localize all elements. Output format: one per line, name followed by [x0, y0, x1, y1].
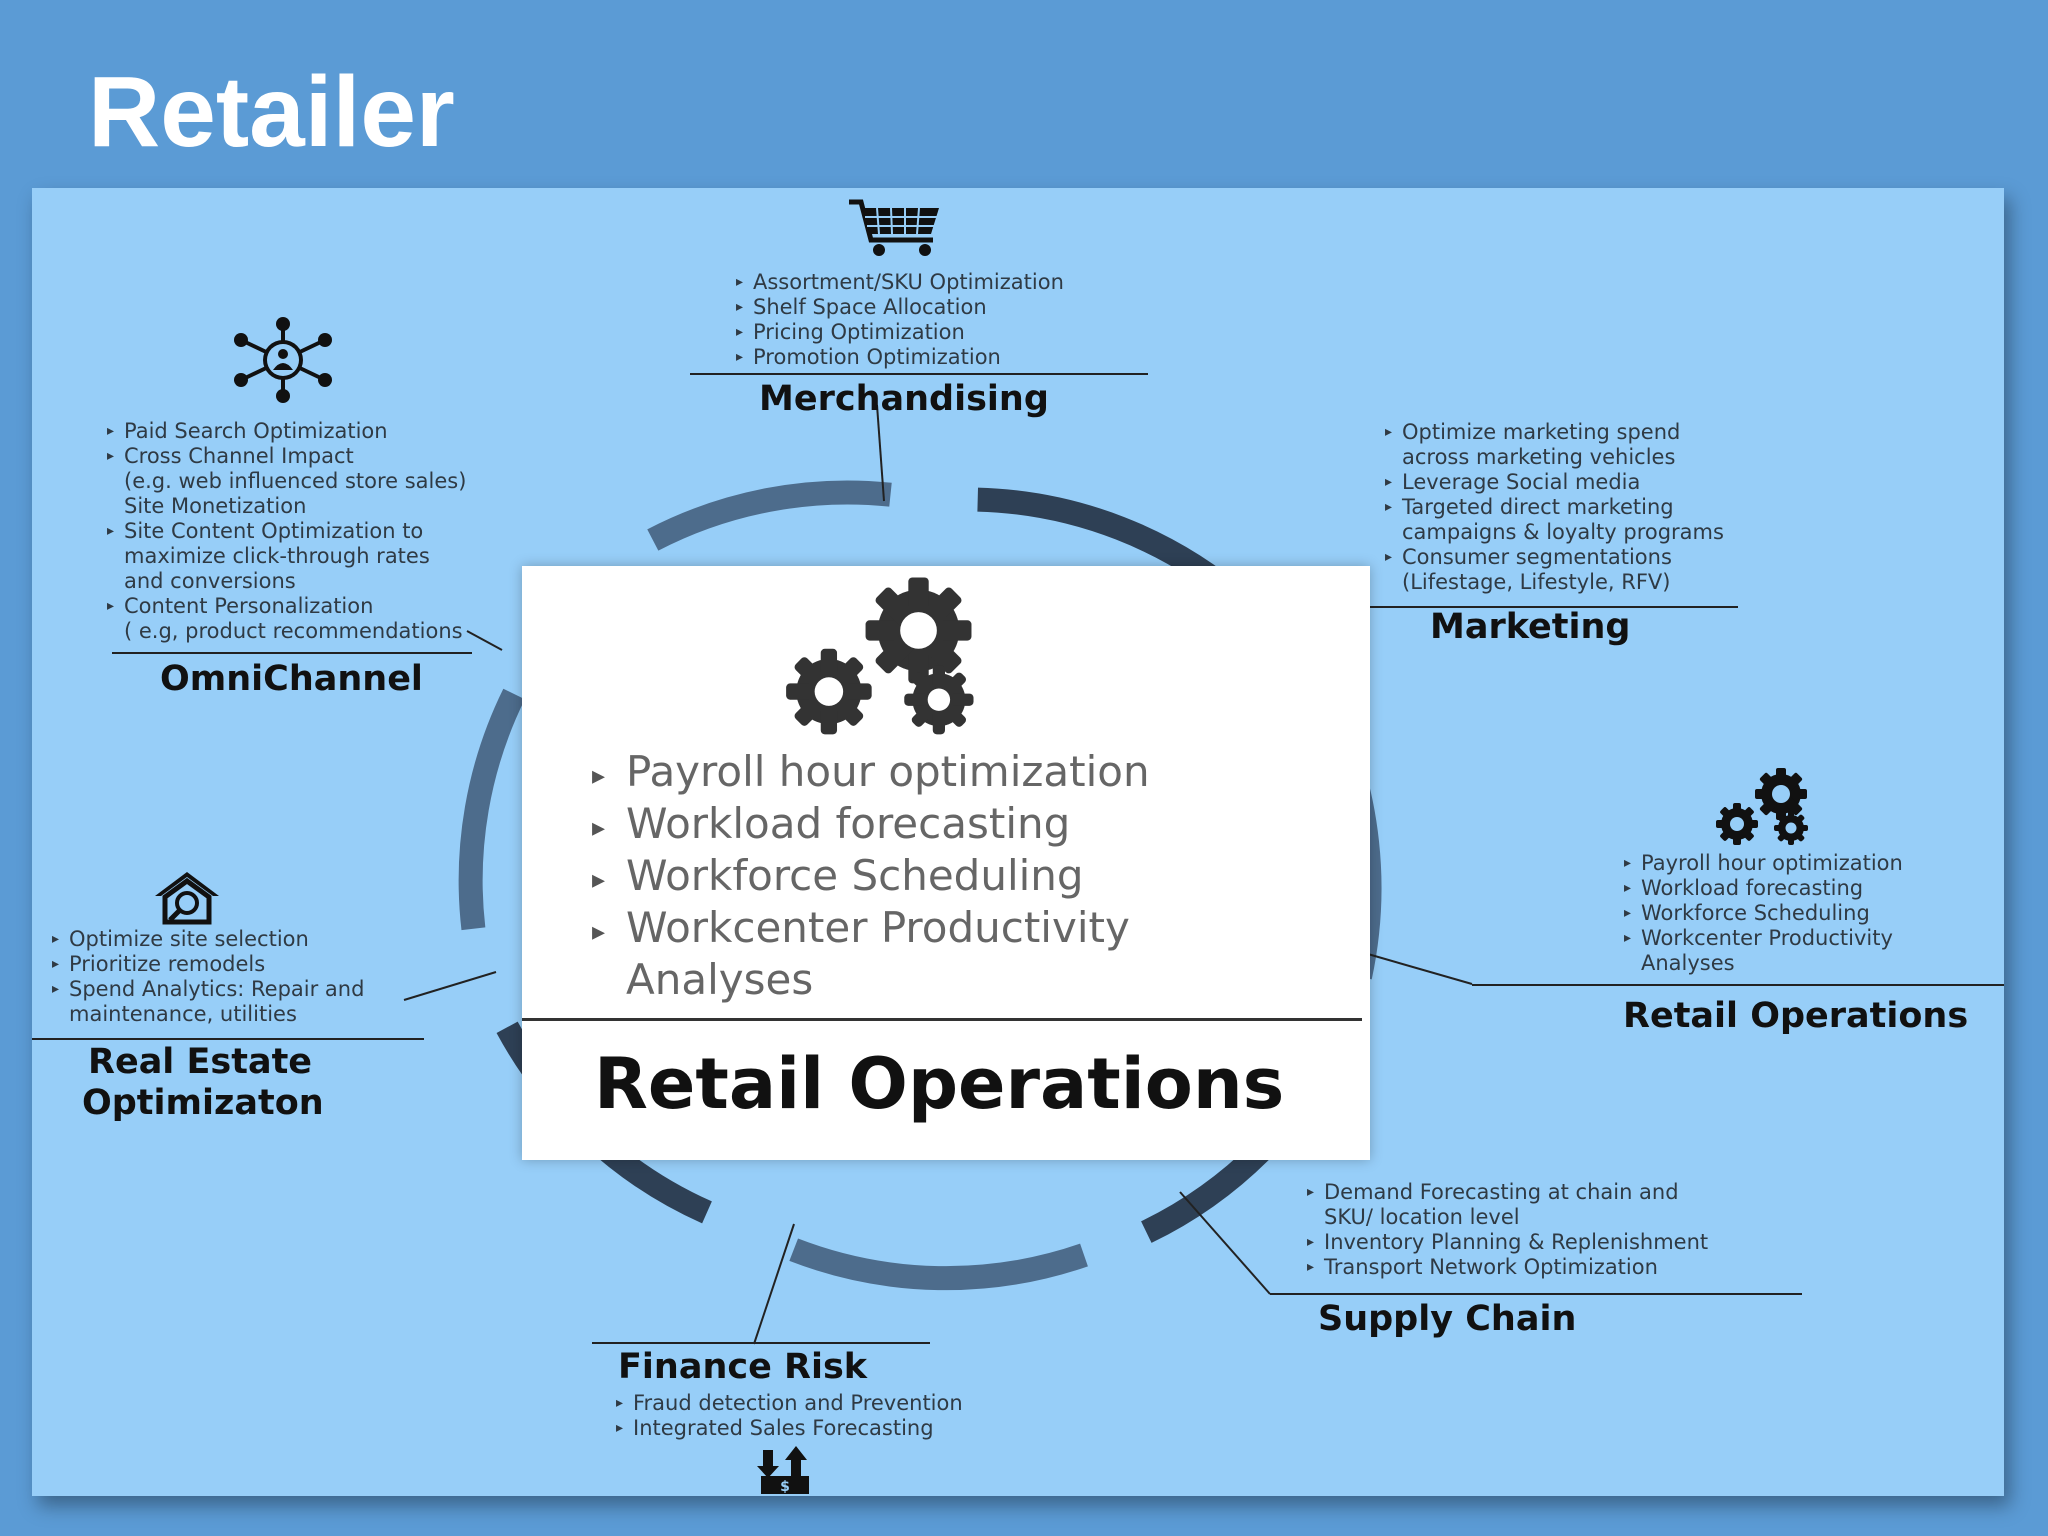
real-estate-divider [32, 1038, 424, 1040]
real-estate-title-line2: Optimizaton [82, 1083, 324, 1123]
connector-finance [753, 1223, 795, 1345]
list-item: Promotion Optimization [736, 345, 1064, 370]
list-item: maximize click-through rates [124, 544, 430, 568]
list-item: Content Personalization [107, 594, 466, 619]
ring-arc-top [647, 480, 892, 551]
list-item: Workforce Scheduling [1624, 901, 1903, 926]
list-item: Cross Channel Impact [107, 444, 466, 469]
omnichannel-title: OmniChannel [160, 659, 423, 699]
center-title: Retail Operations [594, 1043, 1285, 1125]
marketing-title: Marketing [1430, 607, 1631, 647]
list-item: Analyses [1641, 951, 1735, 975]
finance-risk-divider [592, 1342, 930, 1344]
list-item: and conversions [124, 569, 296, 593]
list-item: Leverage Social media [1385, 470, 1724, 495]
list-item: Workload forecasting [1624, 876, 1903, 901]
connector-merchandising [876, 404, 885, 502]
retail-operations-list: Payroll hour optimization Workload forec… [1624, 851, 1903, 976]
list-item: Optimize marketing spend [1385, 420, 1724, 445]
list-item: Analyses [626, 955, 814, 1004]
list-item: Payroll hour optimization [592, 746, 1150, 802]
list-item: Site Content Optimization to [107, 519, 466, 544]
money-arrows-icon: $ [755, 1444, 817, 1496]
slide-title: Retailer [88, 56, 455, 168]
list-item: Paid Search Optimization [107, 419, 466, 444]
list-item: Inventory Planning & Replenishment [1307, 1230, 1708, 1255]
list-item: ( e.g, product recommendations [124, 619, 463, 643]
marketing-divider [1334, 606, 1738, 608]
connector-real-estate [403, 971, 497, 1001]
merchandising-list: Assortment/SKU Optimization Shelf Space … [736, 270, 1064, 370]
retail-operations-divider [1472, 984, 2004, 986]
supply-chain-title: Supply Chain [1318, 1299, 1577, 1339]
shopping-cart-icon [847, 196, 943, 262]
center-list: Payroll hour optimization Workload forec… [592, 746, 1150, 1006]
list-item: Consumer segmentations [1385, 545, 1724, 570]
list-item: campaigns & loyalty programs [1402, 520, 1724, 544]
list-item: Demand Forecasting at chain and [1307, 1180, 1708, 1205]
real-estate-list: Optimize site selection Prioritize remod… [52, 927, 364, 1027]
supply-chain-divider [1270, 1293, 1802, 1295]
omnichannel-list: Paid Search Optimization Cross Channel I… [107, 419, 466, 644]
center-card: Payroll hour optimization Workload forec… [522, 566, 1370, 1160]
diagram-panel: Assortment/SKU Optimization Shelf Space … [32, 188, 2004, 1496]
list-item: Shelf Space Allocation [736, 295, 1064, 320]
list-item: Spend Analytics: Repair and [52, 977, 364, 1002]
ring-arc-bottom [789, 1238, 1088, 1291]
list-item: Fraud detection and Prevention [616, 1391, 963, 1416]
list-item: maintenance, utilities [69, 1002, 297, 1026]
list-item: (Lifestage, Lifestyle, RFV) [1402, 570, 1671, 594]
house-search-icon [153, 870, 221, 930]
omnichannel-divider [112, 652, 472, 654]
list-item: Pricing Optimization [736, 320, 1064, 345]
network-person-icon [231, 316, 335, 408]
marketing-list: Optimize marketing spend across marketin… [1385, 420, 1724, 595]
merchandising-divider [690, 373, 1148, 375]
list-item: Integrated Sales Forecasting [616, 1416, 963, 1441]
real-estate-title-line1: Real Estate [88, 1042, 313, 1082]
connector-supply-chain [1179, 1191, 1271, 1295]
connector-omnichannel [466, 630, 503, 651]
list-item: Workcenter Productivity [1624, 926, 1903, 951]
supply-chain-list: Demand Forecasting at chain and SKU/ loc… [1307, 1180, 1708, 1280]
list-item: Targeted direct marketing [1385, 495, 1724, 520]
list-item: Site Monetization [124, 494, 307, 518]
list-item: SKU/ location level [1324, 1205, 1520, 1229]
retail-operations-title: Retail Operations [1623, 996, 1969, 1036]
merchandising-title: Merchandising [759, 379, 1049, 419]
finance-risk-title: Finance Risk [618, 1347, 868, 1387]
list-item: Workcenter Productivity [592, 902, 1150, 958]
center-divider [522, 1018, 1362, 1021]
finance-risk-list: Fraud detection and Prevention Integrate… [616, 1391, 963, 1441]
list-item: Transport Network Optimization [1307, 1255, 1708, 1280]
ring-arc-left [458, 688, 525, 931]
gears-icon [780, 576, 1000, 750]
gears-icon [1713, 768, 1821, 854]
list-item: Prioritize remodels [52, 952, 364, 977]
list-item: Optimize site selection [52, 927, 364, 952]
list-item: Payroll hour optimization [1624, 851, 1903, 876]
list-item: (e.g. web influenced store sales) [124, 469, 467, 493]
list-item: Workload forecasting [592, 798, 1150, 854]
list-item: across marketing vehicles [1402, 445, 1676, 469]
list-item: Workforce Scheduling [592, 850, 1150, 906]
list-item: Assortment/SKU Optimization [736, 270, 1064, 295]
svg-text:$: $ [780, 1479, 790, 1494]
